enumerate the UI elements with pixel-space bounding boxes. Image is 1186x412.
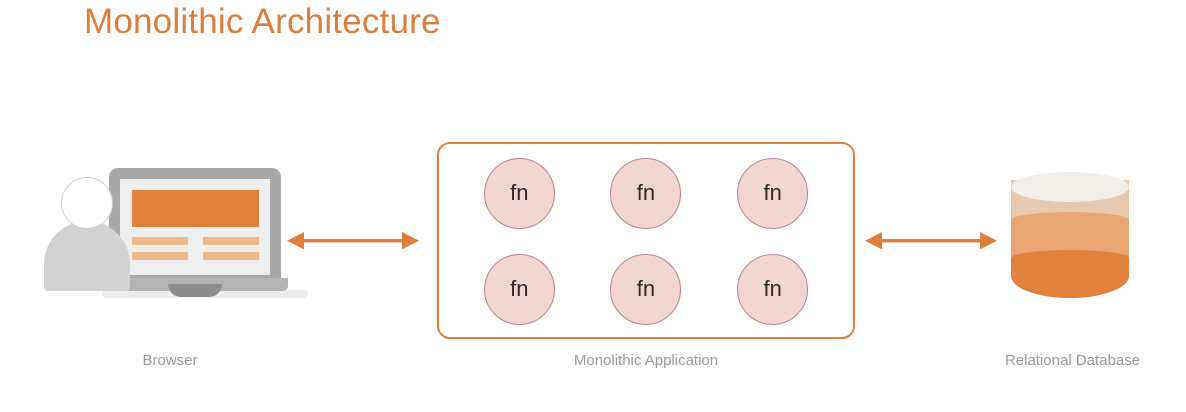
monolithic-application-node: fn fn fn fn fn fn [437, 142, 855, 339]
function-grid: fn fn fn fn fn fn [469, 157, 823, 325]
browser-node [40, 150, 308, 320]
fn-circle: fn [483, 253, 555, 325]
browser-caption: Browser [142, 352, 198, 369]
fn-circle: fn [737, 253, 809, 325]
fn-circle: fn [610, 157, 682, 229]
fn-circle: fn [483, 157, 555, 229]
bidirectional-arrow-icon [865, 232, 997, 250]
person-head-icon [61, 177, 113, 229]
screen-content-bar [203, 237, 259, 245]
arrow-monolith-to-database [865, 228, 997, 254]
database-top-ellipse [1011, 172, 1129, 202]
screen-hero-block [132, 190, 259, 227]
relational-database-node [1005, 168, 1135, 308]
fn-circle: fn [610, 253, 682, 325]
screen-content-bar [132, 252, 188, 260]
database-caption: Relational Database [1004, 352, 1141, 369]
page-title: Monolithic Architecture [84, 2, 441, 41]
person-body-icon [44, 221, 130, 291]
database-band-dark-cap [1011, 250, 1129, 266]
bidirectional-arrow-icon [287, 232, 419, 250]
screen-content-bar [132, 237, 188, 245]
arrow-browser-to-monolith [287, 228, 419, 254]
screen-content-bar [203, 252, 259, 260]
database-band-mid-cap [1011, 212, 1129, 228]
monolith-caption: Monolithic Application [573, 352, 719, 369]
laptop-base-notch [168, 284, 222, 297]
fn-circle: fn [737, 157, 809, 229]
